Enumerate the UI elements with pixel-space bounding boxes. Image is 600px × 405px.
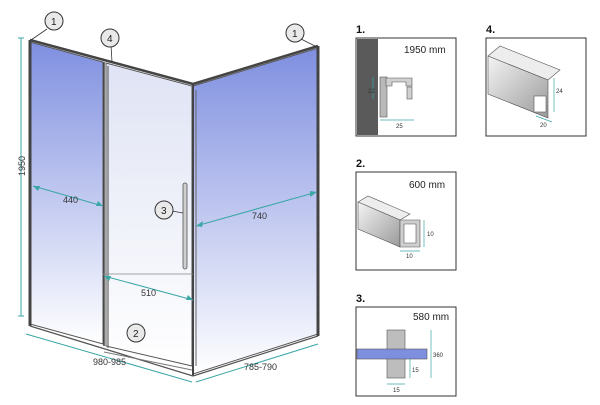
detail-1-length: 1950 mm [404, 45, 446, 56]
detail-3-glass [356, 348, 428, 360]
detail-2: 2. 600 mm 10 10 [355, 158, 457, 271]
detail-3-length: 580 mm [413, 312, 449, 323]
side-top-profile [192, 44, 319, 86]
callout-2: 2 [126, 323, 146, 343]
door-bottom [103, 351, 193, 371]
svg-text:20: 20 [540, 123, 547, 129]
svg-text:24: 24 [556, 89, 563, 95]
svg-text:360: 360 [433, 353, 444, 359]
side-range-label: 785-790 [244, 362, 277, 372]
svg-text:10: 10 [427, 232, 434, 238]
detail-1: 1. 1950 mm 22 25 [355, 24, 457, 137]
dimension-lines [18, 37, 319, 383]
callout-4: 4 [100, 28, 120, 63]
callout-1-right: 1 [285, 23, 318, 48]
detail-1-profile [379, 76, 388, 118]
detail-2-length: 600 mm [409, 180, 445, 191]
svg-text:25: 25 [396, 124, 403, 130]
detail-1-wall [357, 39, 378, 135]
dimension-arrows [33, 186, 317, 300]
left-fixed-glass [29, 41, 104, 345]
detail-2-profile-end [399, 219, 421, 248]
top-profile [29, 38, 194, 86]
bottom-side [192, 335, 319, 377]
detail-4-number: 4. [486, 24, 495, 36]
detail-4-slot [533, 95, 547, 113]
svg-text:1: 1 [51, 17, 57, 28]
sliding-width-label: 510 [141, 288, 156, 298]
detail-3-number: 3. [356, 293, 365, 305]
right-width-label: 740 [252, 211, 267, 221]
svg-text:15: 15 [393, 388, 400, 394]
callout-1-left: 1 [30, 11, 64, 41]
sliding-door-glass [105, 62, 193, 367]
svg-text:1: 1 [292, 29, 298, 40]
detail-4-profile-face [487, 55, 549, 119]
detail-2-number: 2. [356, 158, 365, 170]
detail-3: 3. 580 mm 360 15 15 [355, 293, 457, 397]
detail-1-number: 1. [356, 24, 365, 36]
detail-1-profile-cap [385, 77, 413, 87]
left-width-label: 440 [63, 195, 78, 205]
svg-text:10: 10 [406, 254, 413, 260]
svg-text:22: 22 [368, 89, 375, 95]
detail-1-slot [406, 86, 413, 100]
callout-3: 3 [154, 200, 184, 220]
enclosure-drawing [28, 38, 320, 377]
bottom-front [29, 325, 194, 377]
front-range-label: 980-985 [93, 357, 126, 367]
height-label: 1950 [17, 156, 27, 176]
door-handle [182, 182, 188, 270]
svg-text:15: 15 [412, 368, 419, 374]
svg-text:4: 4 [107, 34, 113, 45]
svg-text:3: 3 [161, 206, 167, 217]
detail-4: 4. 24 20 [485, 24, 587, 137]
svg-text:2: 2 [133, 329, 139, 340]
